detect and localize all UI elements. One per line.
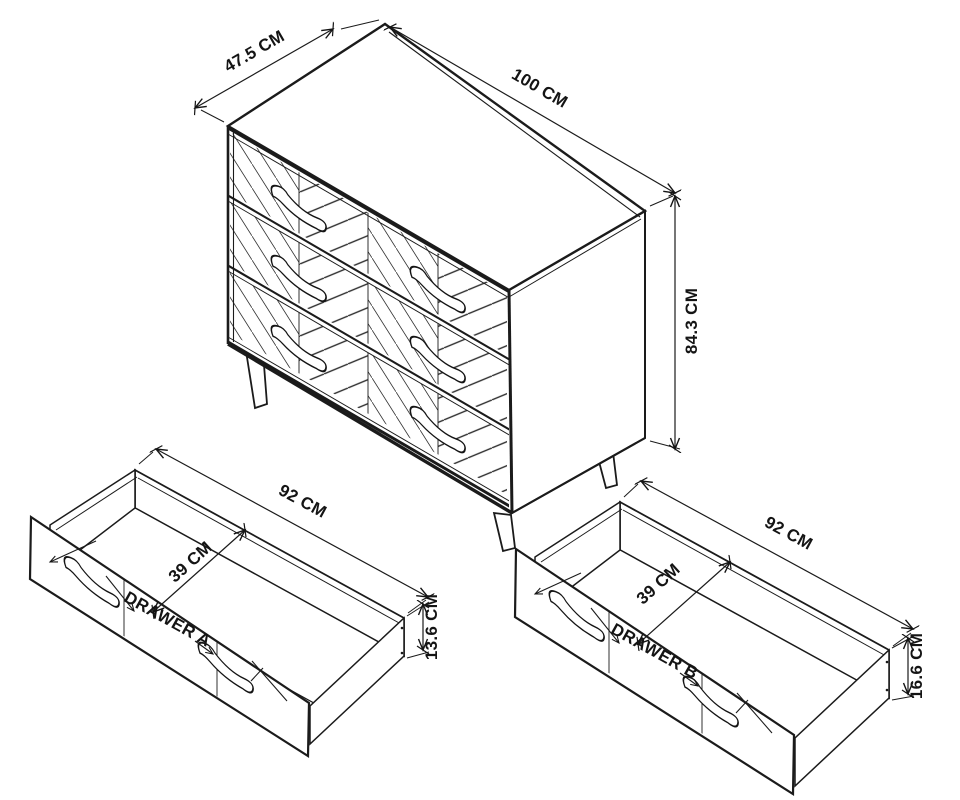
drawer-a-front-panel — [28, 514, 311, 758]
chest-front-face — [228, 126, 509, 508]
drawer-a-height-label: 13.6 CM — [422, 594, 441, 660]
chest-outline-edges — [226, 126, 646, 515]
drawer-a-width-label: 92 CM — [275, 481, 329, 522]
drawer-a — [28, 468, 406, 758]
drawer-b-front-panel — [513, 546, 796, 796]
chest-leg-front-right — [492, 511, 516, 553]
drawer-b-right-panel — [794, 648, 890, 788]
chest-height-label: 84.3 CM — [682, 288, 701, 354]
drawer-b-grain-marks — [533, 572, 773, 734]
drawer-b-height-label: 16.6 CM — [907, 633, 926, 699]
chest-width-label: 100 CM — [508, 65, 571, 112]
dim-chest-height: 84.3 CM — [649, 196, 701, 449]
drawer-b-width-label: 92 CM — [761, 513, 815, 554]
drawer-a-grain-marks — [48, 540, 288, 702]
chest-depth-label: 47.5 CM — [221, 26, 288, 76]
drawer-b-front-detail — [548, 585, 740, 734]
chest-isometric — [225, 22, 648, 553]
drawer-a-front-detail — [63, 551, 255, 697]
drawer-a-right-panel — [309, 616, 405, 746]
drawer-dividers — [228, 126, 509, 508]
drawer-b — [513, 500, 891, 796]
chevron-pattern — [230, 132, 507, 495]
plank-seams — [298, 172, 439, 455]
